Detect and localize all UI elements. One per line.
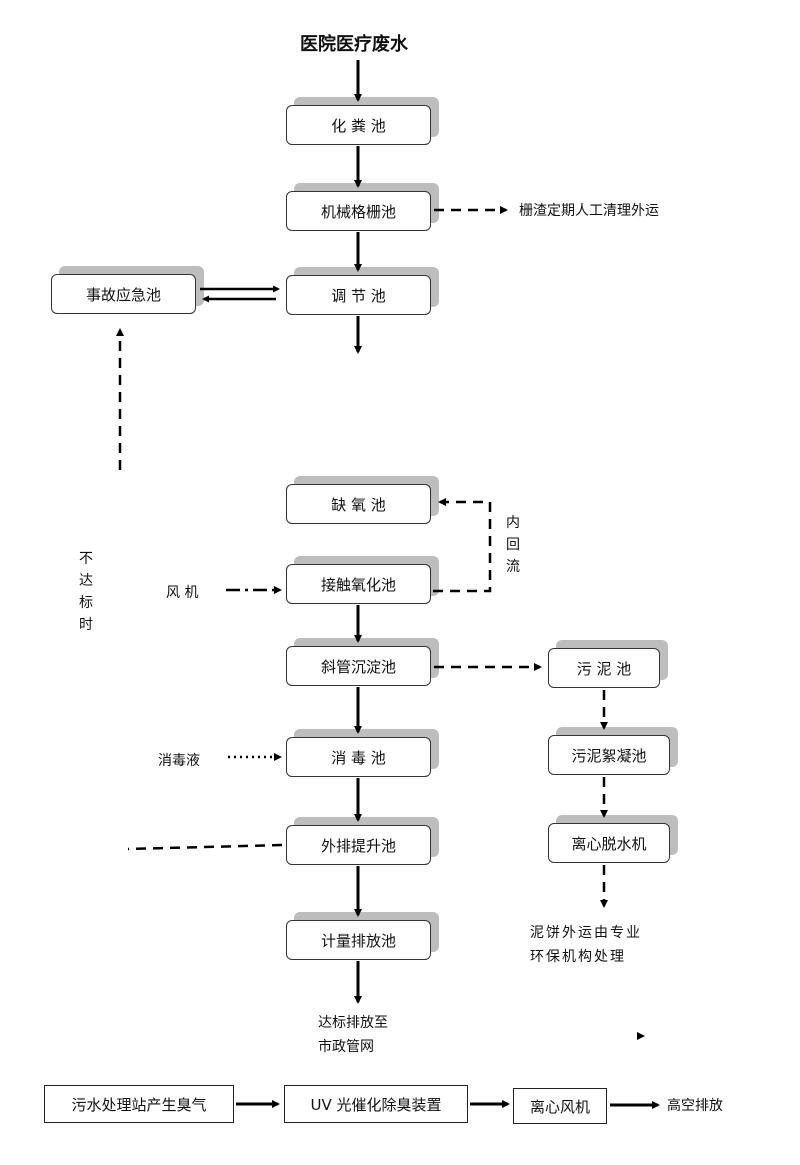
inclined-settling-tank-box: 斜管沉淀池 (286, 646, 431, 686)
screen-tank-box: 机械格栅池 (286, 191, 431, 231)
internal-reflux-label: 内回流 (506, 515, 520, 575)
dashed-line-lift-left (127, 843, 283, 851)
sludge-cake-label-line2: 环保机构处理 (530, 949, 626, 965)
uv-deodorizer-box: UV 光催化除臭装置 (284, 1085, 468, 1123)
discharge-label-line2: 市政管网 (318, 1039, 374, 1055)
centrifuge-box: 离心脱水机 (548, 823, 670, 863)
screen-residue-label: 栅渣定期人工清理外运 (519, 203, 659, 219)
centrifugal-fan-box: 离心风机 (513, 1088, 607, 1124)
disinfectant-label: 消毒液 (158, 753, 200, 769)
regulating-tank-box: 调 节 池 (286, 275, 431, 315)
lift-tank-box: 外排提升池 (286, 825, 431, 865)
odor-source-box: 污水处理站产生臭气 (44, 1085, 234, 1123)
blower-label: 风 机 (166, 585, 199, 601)
sludge-tank-box: 污 泥 池 (548, 648, 660, 688)
anoxic-tank-box: 缺 氧 池 (286, 484, 431, 524)
septic-tank-box: 化 粪 池 (286, 105, 431, 145)
not-compliant-label: 不达标时 (79, 551, 93, 633)
sludge-cake-label-line1: 泥饼外运由专业 (530, 925, 642, 941)
metering-tank-box: 计量排放池 (286, 920, 431, 960)
disinfection-tank-box: 消 毒 池 (286, 737, 431, 777)
discharge-label-line1: 达标排放至 (318, 1015, 388, 1031)
contact-oxidation-tank-box: 接触氧化池 (286, 564, 431, 604)
stray-triangle-mark (637, 1032, 645, 1040)
sludge-flocculation-tank-box: 污泥絮凝池 (548, 735, 670, 775)
diagram-title: 医院医疗废水 (300, 34, 408, 55)
exhaust-label: 高空排放 (667, 1098, 723, 1114)
dashed-arrow-internal-reflux (433, 498, 492, 593)
emergency-tank-box: 事故应急池 (51, 274, 196, 314)
